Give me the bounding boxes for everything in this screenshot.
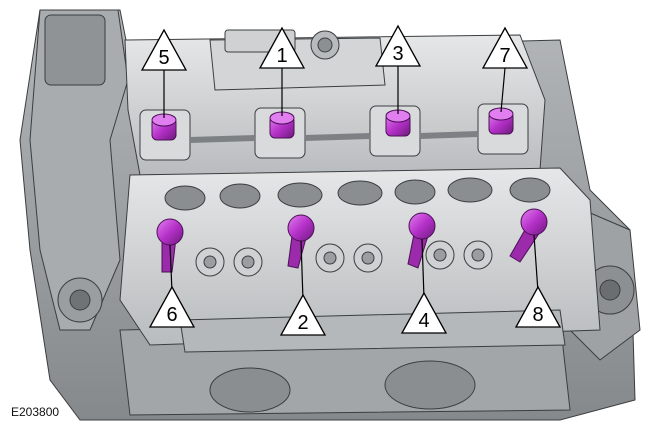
leader-lines	[163, 66, 539, 301]
bolt-3	[385, 109, 411, 137]
callout-label: 7	[499, 45, 510, 67]
bolt-group	[151, 107, 548, 273]
callout-label: 1	[276, 45, 287, 67]
figure-id: E203800	[8, 404, 63, 420]
callout-5: 5	[140, 28, 188, 71]
callout-label: 3	[392, 43, 403, 65]
callout-6: 6	[148, 285, 196, 328]
callout-label: 2	[297, 312, 308, 334]
callout-7: 7	[481, 26, 529, 69]
callout-label: 5	[158, 47, 169, 69]
bolt-8	[509, 208, 548, 263]
rear-cylinder-head	[124, 29, 546, 176]
callout-1: 1	[258, 26, 306, 69]
bolt-4	[407, 212, 436, 269]
callout-label: 8	[532, 304, 543, 326]
bolt-6	[156, 218, 184, 273]
bolt-5	[151, 113, 177, 141]
callout-4: 4	[400, 291, 448, 334]
callout-label: 6	[166, 304, 177, 326]
callout-2: 2	[279, 293, 327, 336]
cylinder-head-face	[119, 167, 601, 353]
callout-3: 3	[374, 24, 422, 67]
callout-label: 4	[418, 310, 429, 332]
callout-8: 8	[514, 285, 562, 328]
